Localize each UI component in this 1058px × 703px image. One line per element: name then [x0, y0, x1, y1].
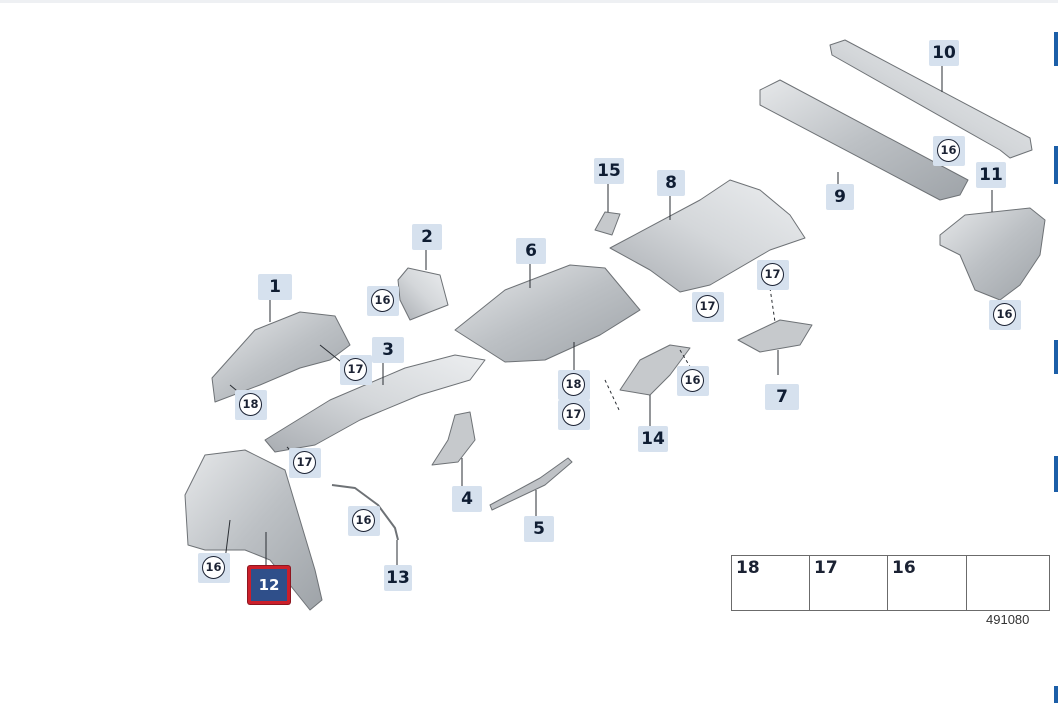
fastener-callout-16[interactable]: 16 — [989, 300, 1021, 330]
fastener-callout-17[interactable]: 17 — [340, 355, 372, 385]
edge-marker — [1054, 146, 1058, 184]
part-15-bracket[interactable] — [594, 211, 621, 236]
part-label-9[interactable]: 9 — [826, 184, 854, 210]
fastener-callout-17[interactable]: 17 — [757, 260, 789, 290]
part-11-heat-shield[interactable] — [939, 207, 1046, 301]
legend-number: 17 — [814, 558, 838, 578]
fastener-callout-16[interactable]: 16 — [348, 506, 380, 536]
part-13-wire-bracket[interactable] — [331, 484, 399, 541]
fastener-number: 16 — [371, 289, 394, 312]
fastener-number: 17 — [761, 263, 784, 286]
fastener-legend: 18 17 16 — [731, 555, 1050, 611]
part-3-side-shield[interactable] — [264, 354, 486, 453]
fastener-callout-16[interactable]: 16 — [198, 553, 230, 583]
part-label-7[interactable]: 7 — [765, 384, 799, 410]
part-8-tunnel-shield[interactable] — [609, 179, 806, 293]
part-label-3[interactable]: 3 — [372, 337, 404, 363]
part-2-bracket[interactable] — [397, 267, 449, 321]
legend-cell-16[interactable]: 16 — [888, 556, 967, 610]
fastener-number: 16 — [352, 509, 375, 532]
part-label-15[interactable]: 15 — [594, 158, 624, 184]
part-4-bracket[interactable] — [431, 411, 476, 466]
fastener-callout-17[interactable]: 17 — [692, 292, 724, 322]
fastener-number: 16 — [202, 556, 225, 579]
fastener-callout-16[interactable]: 16 — [677, 366, 709, 396]
fastener-callout-18[interactable]: 18 — [558, 370, 590, 400]
part-label-11[interactable]: 11 — [976, 162, 1006, 188]
part-6-center-shield[interactable] — [454, 264, 641, 363]
fastener-number: 18 — [239, 393, 262, 416]
fastener-callout-18[interactable]: 18 — [235, 390, 267, 420]
fastener-number: 16 — [681, 369, 704, 392]
fastener-number: 16 — [937, 139, 960, 162]
legend-cell-17[interactable]: 17 — [810, 556, 888, 610]
part-label-14[interactable]: 14 — [638, 426, 668, 452]
part-label-6[interactable]: 6 — [516, 238, 546, 264]
edge-marker — [1054, 456, 1058, 492]
edge-marker — [1054, 340, 1058, 374]
part-5-strip[interactable] — [489, 457, 573, 511]
fastener-number: 17 — [293, 451, 316, 474]
legend-cell-18[interactable]: 18 — [732, 556, 810, 610]
fastener-callout-17[interactable]: 17 — [558, 400, 590, 430]
edge-marker — [1054, 32, 1058, 66]
fastener-number: 17 — [562, 403, 585, 426]
legend-number: 16 — [892, 558, 916, 578]
part-7-bracket[interactable] — [737, 319, 813, 353]
part-9-heat-shield[interactable] — [759, 79, 969, 201]
part-10-heat-shield[interactable] — [829, 39, 1033, 159]
part-label-8[interactable]: 8 — [657, 170, 685, 196]
fastener-callout-16[interactable]: 16 — [933, 136, 965, 166]
part-label-4[interactable]: 4 — [452, 486, 482, 512]
fastener-number: 17 — [344, 358, 367, 381]
part-label-1[interactable]: 1 — [258, 274, 292, 300]
fastener-number: 18 — [562, 373, 585, 396]
top-divider — [0, 0, 1058, 3]
part-1-heat-shield[interactable] — [211, 311, 351, 403]
fastener-number: 17 — [696, 295, 719, 318]
edge-marker — [1054, 686, 1058, 703]
fastener-callout-17[interactable]: 17 — [289, 448, 321, 478]
fastener-callout-16[interactable]: 16 — [367, 286, 399, 316]
part-label-13[interactable]: 13 — [384, 565, 412, 591]
part-label-12-selected[interactable]: 12 — [248, 566, 290, 604]
fastener-number: 16 — [993, 303, 1016, 326]
legend-number: 18 — [736, 558, 760, 578]
part-label-5[interactable]: 5 — [524, 516, 554, 542]
diagram-reference-number: 491080 — [986, 612, 1030, 627]
part-label-2[interactable]: 2 — [412, 224, 442, 250]
part-label-10[interactable]: 10 — [929, 40, 959, 66]
